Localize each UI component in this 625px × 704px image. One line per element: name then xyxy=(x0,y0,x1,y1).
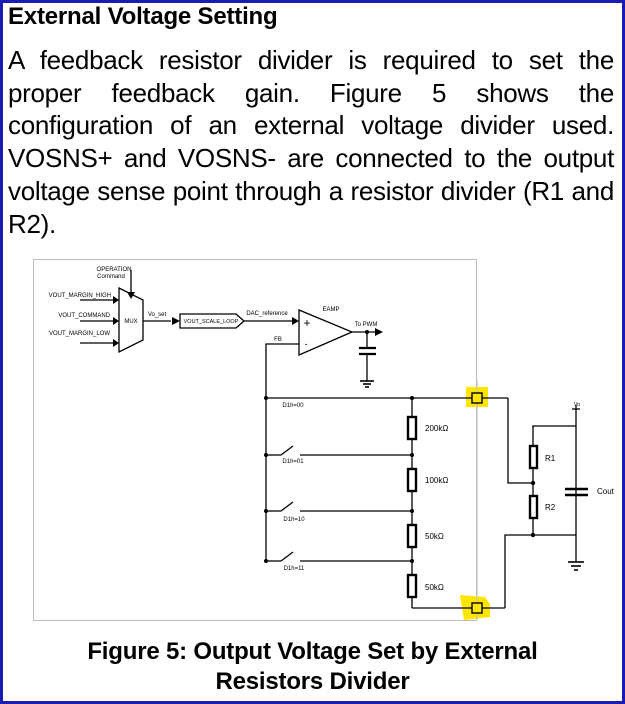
label-d1h-01: D1h=01 xyxy=(282,459,304,465)
label-mux: MUX xyxy=(124,319,137,325)
label-minus: - xyxy=(305,339,308,349)
caption-line-1: Figure 5: Output Voltage Set by External xyxy=(87,638,538,665)
eamp-triangle xyxy=(298,309,354,356)
label-d1h-11: D1h=11 xyxy=(284,566,305,572)
label-vo-set: Vo_set xyxy=(148,312,167,318)
figure-caption: Figure 5: Output Voltage Set by External… xyxy=(0,637,625,697)
label-r1: R1 xyxy=(545,454,556,463)
label-to-pwm: To PWM xyxy=(355,322,378,328)
label-operation: OPERATION xyxy=(97,267,132,273)
label-50k-b: 50kΩ xyxy=(425,583,444,592)
resistor-50k-a xyxy=(406,523,418,549)
label-100k: 100kΩ xyxy=(425,476,448,485)
vosns-minus-terminal xyxy=(471,602,483,614)
label-200k: 200kΩ xyxy=(425,424,448,433)
label-d1h-00: D1h=00 xyxy=(282,403,304,409)
resistor-r1 xyxy=(528,444,539,470)
label-vout-command: VOUT_COMMAND xyxy=(58,313,110,319)
label-d1h-10: D1h=10 xyxy=(283,517,305,523)
vout-scale-loop-block xyxy=(179,313,245,329)
label-cout: Cout xyxy=(597,487,615,496)
resistor-50k-b xyxy=(406,573,418,599)
caption-line-2: Resistors Divider xyxy=(215,668,410,695)
label-dac-reference: DAC_reference xyxy=(246,311,288,317)
resistor-200k xyxy=(406,415,418,441)
label-50k-a: 50kΩ xyxy=(425,532,444,541)
resistor-r2 xyxy=(528,494,539,520)
label-eamp: EAMP xyxy=(322,307,339,313)
label-vout-margin-high: VOUT_MARGIN_HIGH xyxy=(49,293,111,299)
label-command: Command xyxy=(97,274,125,280)
mux-block xyxy=(118,286,144,354)
label-r2: R2 xyxy=(545,503,556,512)
label-plus: + xyxy=(303,316,310,330)
label-fb: FB xyxy=(274,337,282,343)
section-heading: External Voltage Setting xyxy=(8,3,278,30)
body-paragraph: A feedback resistor divider is required … xyxy=(8,45,614,239)
label-vout-scale-loop: VOUT_SCALE_LOOP xyxy=(184,319,239,325)
resistor-100k xyxy=(406,467,418,493)
label-vo: Vo xyxy=(574,402,580,408)
label-vout-margin-low: VOUT_MARGIN_LOW xyxy=(49,331,110,337)
vosns-plus-terminal xyxy=(471,392,483,404)
